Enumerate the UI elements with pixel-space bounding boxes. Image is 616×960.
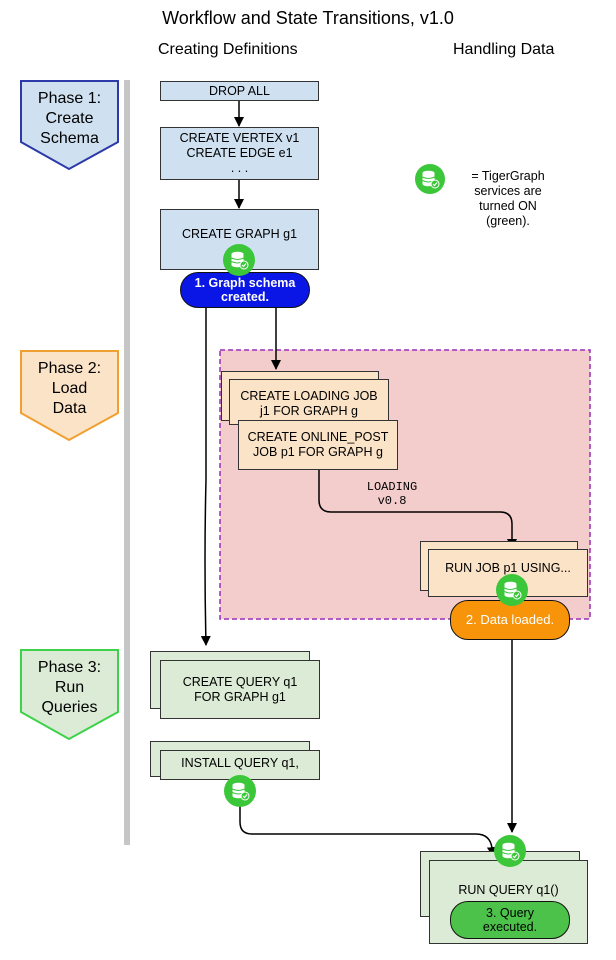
phase-1-line-1: Phase 1: (37, 90, 102, 107)
online-post-box: CREATE ONLINE_POST JOB p1 FOR GRAPH g (238, 420, 398, 470)
loading-job-line-1: CREATE LOADING JOB (240, 389, 378, 403)
phase-2-marker (20, 350, 119, 442)
run-query-text: RUN QUERY q1() (458, 883, 559, 897)
state-schema-created: 1. Graph schema created. (180, 272, 310, 308)
online-post-line-1: CREATE ONLINE_POST (247, 430, 389, 444)
state-executed-line-1: 3. Query (486, 906, 534, 920)
loading-job-line-2: j1 FOR GRAPH g (260, 404, 358, 418)
state-schema-line-1: 1. Graph schema (194, 276, 296, 290)
database-service-icon (415, 164, 445, 194)
phase-3-marker (20, 649, 119, 741)
database-service-icon (494, 835, 526, 867)
online-post-line-2: JOB p1 FOR GRAPH g (253, 445, 383, 459)
loading-job-box: CREATE LOADING JOB j1 FOR GRAPH g (229, 379, 389, 425)
column-header-data: Handling Data (453, 41, 555, 58)
phase-2-label: Phase 2: Load Data (21, 359, 118, 419)
phase-2-line-3: Data (52, 400, 87, 417)
state-data-loaded: 2. Data loaded. (450, 600, 570, 640)
database-service-icon (223, 244, 255, 276)
phase-3-label: Phase 3: Run Queries (21, 658, 118, 718)
loading-label-line-2: v0.8 (377, 494, 407, 508)
phase-rail (124, 80, 130, 845)
create-graph-text: CREATE GRAPH g1 (181, 227, 298, 241)
run-job-text: RUN JOB p1 USING... (445, 561, 571, 575)
drop-all-box: DROP ALL (160, 81, 319, 101)
state-query-executed: 3. Query executed. (450, 901, 570, 939)
legend-line-2: services are (474, 184, 542, 198)
loading-version-label: LOADING v0.8 (357, 480, 427, 508)
arrow-post-to-runjob (318, 470, 517, 549)
phase-1-line-2: Create (45, 110, 94, 127)
legend-text: = TigerGraph services are turned ON (gre… (458, 169, 558, 229)
create-query-box: CREATE QUERY q1 FOR GRAPH g1 (160, 660, 320, 719)
column-header-definitions: Creating Definitions (158, 41, 298, 58)
state-loaded-text: 2. Data loaded. (465, 612, 555, 627)
diagram-title: Workflow and State Transitions, v1.0 (162, 8, 454, 28)
create-query-line-2: FOR GRAPH g1 (194, 689, 286, 704)
create-vertex-box: CREATE VERTEX v1 CREATE EDGE e1 . . . (160, 127, 319, 180)
legend-line-4: (green). (486, 214, 530, 228)
phase-3-line-3: Queries (41, 699, 98, 716)
arrow-install-to-runquery (239, 805, 497, 857)
drop-all-text: DROP ALL (209, 83, 270, 98)
arrow-schema-to-query (200, 308, 211, 646)
create-vertex-line-3: . . . (230, 161, 249, 175)
state-executed-line-2: executed. (482, 920, 538, 934)
loading-label-line-1: LOADING (366, 480, 418, 494)
database-service-icon (496, 574, 528, 606)
create-vertex-line-2: CREATE EDGE e1 (186, 146, 293, 160)
phase-3-line-1: Phase 3: (37, 659, 102, 676)
phase-1-marker (20, 80, 119, 171)
create-vertex-line-1: CREATE VERTEX v1 (179, 131, 300, 145)
install-query-text: INSTALL QUERY q1, (181, 756, 299, 770)
phase-1-line-3: Schema (40, 130, 99, 147)
legend-line-3: turned ON (479, 199, 537, 213)
phase-3-line-2: Run (54, 679, 85, 696)
state-schema-line-2: created. (221, 290, 269, 304)
phase-2-line-1: Phase 2: (37, 360, 102, 377)
create-query-line-1: CREATE QUERY q1 (182, 674, 298, 689)
legend-line-1: = TigerGraph (471, 169, 545, 183)
database-service-icon (224, 775, 256, 807)
phase-1-label: Phase 1: Create Schema (21, 89, 118, 149)
phase-2-line-2: Load (51, 380, 88, 397)
